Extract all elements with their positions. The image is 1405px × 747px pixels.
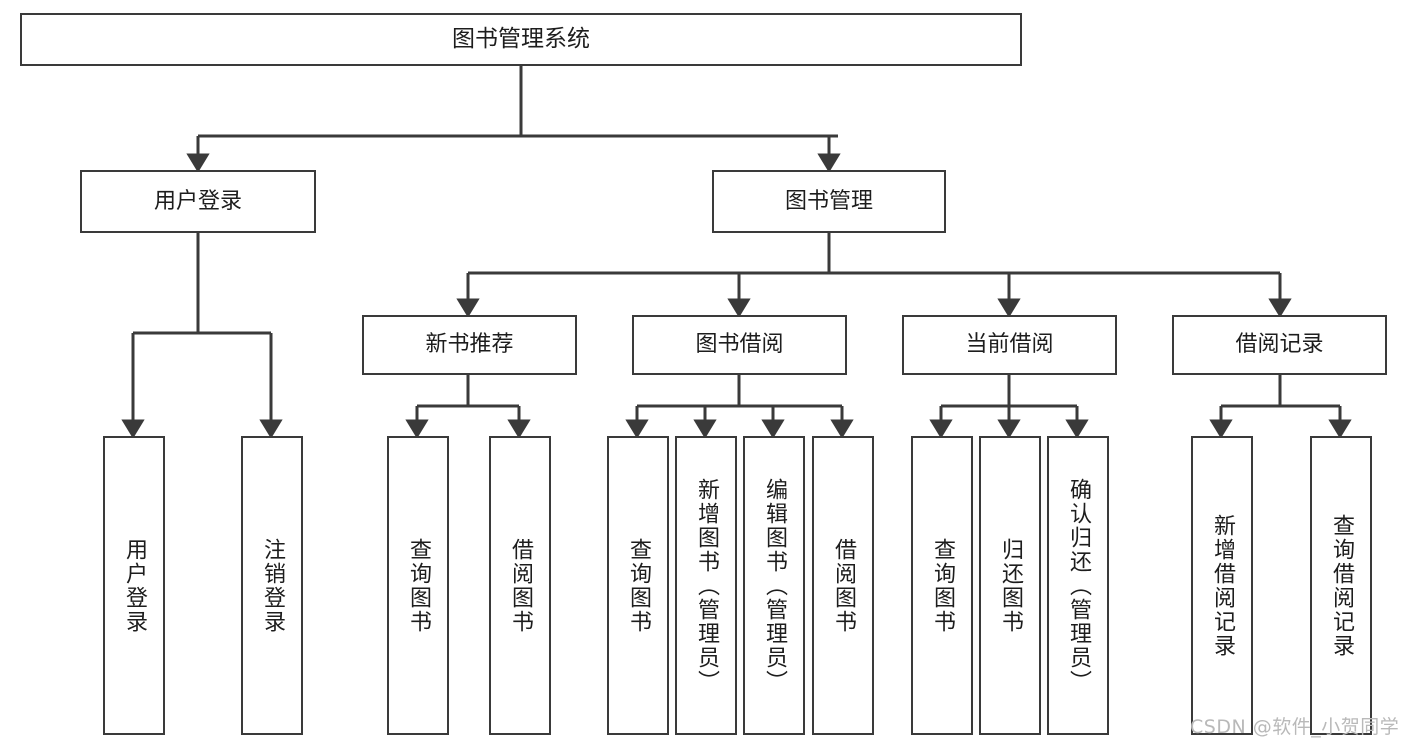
- node-label: 用户登录: [153, 188, 242, 214]
- node-leaf-borrow-book[interactable]: 借阅图书: [812, 436, 874, 735]
- node-label: 借阅图书: [831, 537, 856, 634]
- node-label: 新增图书（管理员）: [694, 477, 719, 694]
- node-leaf-query-borrow-record[interactable]: 查询借阅记录: [1310, 436, 1372, 735]
- node-current-borrow[interactable]: 当前借阅: [902, 315, 1117, 375]
- node-label: 查询图书: [406, 537, 431, 634]
- node-leaf-user-login[interactable]: 用户登录: [103, 436, 165, 735]
- node-leaf-borrow-book-recommend[interactable]: 借阅图书: [489, 436, 551, 735]
- node-leaf-confirm-return-admin[interactable]: 确认归还（管理员）: [1047, 436, 1109, 735]
- node-label: 注销登录: [260, 537, 285, 634]
- node-label: 确认归还（管理员）: [1066, 477, 1091, 694]
- node-label: 图书管理: [784, 188, 873, 214]
- node-label: 归还图书: [998, 537, 1023, 634]
- node-label: 查询借阅记录: [1329, 513, 1354, 658]
- node-label: 用户登录: [122, 537, 147, 634]
- node-label: 查询图书: [626, 537, 651, 634]
- node-leaf-query-book-recommend[interactable]: 查询图书: [387, 436, 449, 735]
- node-label: 借阅记录: [1235, 332, 1324, 358]
- node-label: 编辑图书（管理员）: [762, 477, 787, 694]
- csdn-watermark: CSDN @软件_小贺同学: [1190, 716, 1400, 738]
- node-label: 新增借阅记录: [1210, 513, 1235, 658]
- node-leaf-add-borrow-record[interactable]: 新增借阅记录: [1191, 436, 1253, 735]
- node-label: 图书借阅: [695, 332, 784, 358]
- node-label: 查询图书: [930, 537, 955, 634]
- node-label: 新书推荐: [425, 332, 514, 358]
- node-book-management[interactable]: 图书管理: [712, 170, 946, 233]
- node-borrow-record[interactable]: 借阅记录: [1172, 315, 1387, 375]
- node-leaf-edit-book-admin[interactable]: 编辑图书（管理员）: [743, 436, 805, 735]
- node-book-borrow[interactable]: 图书借阅: [632, 315, 847, 375]
- node-user-login[interactable]: 用户登录: [80, 170, 316, 233]
- node-label: 当前借阅: [965, 332, 1054, 358]
- node-leaf-return-book[interactable]: 归还图书: [979, 436, 1041, 735]
- node-new-book-recommend[interactable]: 新书推荐: [362, 315, 577, 375]
- node-leaf-logout-login[interactable]: 注销登录: [241, 436, 303, 735]
- node-leaf-add-book-admin[interactable]: 新增图书（管理员）: [675, 436, 737, 735]
- node-leaf-query-book-current[interactable]: 查询图书: [911, 436, 973, 735]
- node-leaf-query-book-borrow[interactable]: 查询图书: [607, 436, 669, 735]
- node-root-book-management-system[interactable]: 图书管理系统: [20, 13, 1022, 66]
- node-label: 图书管理系统: [452, 25, 590, 52]
- node-label: 借阅图书: [508, 537, 533, 634]
